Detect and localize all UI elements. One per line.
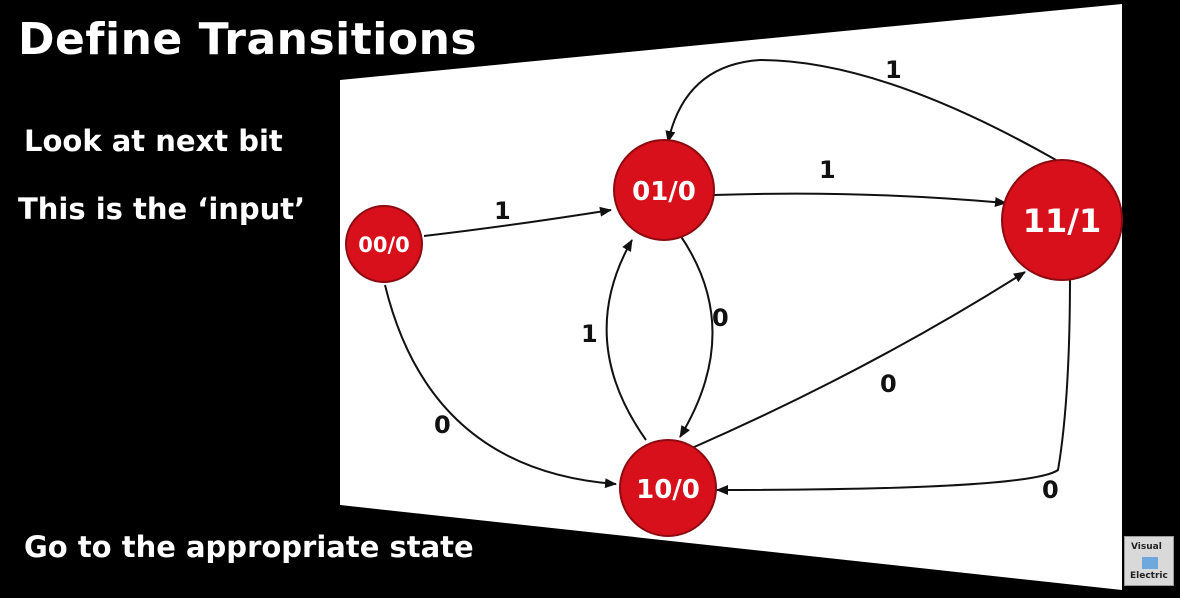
edge-label-10-to-11: 0	[880, 370, 897, 398]
edge-01-to-11	[713, 192, 1007, 208]
state-label-10: 10/0	[636, 475, 700, 505]
edge-10-to-11	[691, 271, 1026, 449]
edge-10-to-01	[605, 239, 647, 441]
edge-00-to-10	[384, 284, 617, 489]
state-11: 11/1	[1001, 159, 1123, 281]
edge-label-01-to-11: 1	[819, 156, 836, 184]
edge-label-01-to-10: 0	[712, 304, 729, 332]
visual-electric-logo: Visual Electric	[1124, 536, 1174, 586]
edge-11-to-01	[665, 58, 1057, 161]
logo-line1: Visual	[1131, 542, 1162, 552]
slide-title: Define Transitions	[18, 14, 478, 65]
bullet-input: This is the ‘input’	[18, 192, 306, 226]
logo-line2: Electric	[1130, 571, 1168, 581]
state-10: 10/0	[619, 439, 717, 537]
state-00: 00/0	[345, 205, 423, 283]
edge-label-10-to-01: 1	[581, 320, 598, 348]
logo-mark-icon	[1142, 557, 1158, 569]
edge-11-to-10	[716, 275, 1071, 495]
bullet-look-at-next-bit: Look at next bit	[24, 124, 283, 158]
state-label-11: 11/1	[1023, 202, 1101, 240]
edge-label-00-to-01: 1	[494, 197, 511, 225]
diagram-panel	[340, 4, 1122, 590]
state-label-01: 01/0	[632, 177, 696, 207]
edge-label-00-to-10: 0	[434, 411, 451, 439]
state-01: 01/0	[613, 139, 715, 241]
bullet-go-to-state: Go to the appropriate state	[24, 530, 474, 564]
edge-label-11-to-10: 0	[1042, 476, 1059, 504]
edge-00-to-01	[423, 206, 612, 237]
edge-01-to-10	[679, 234, 714, 438]
state-label-00: 00/0	[358, 233, 410, 257]
edge-label-11-to-01: 1	[885, 56, 902, 84]
